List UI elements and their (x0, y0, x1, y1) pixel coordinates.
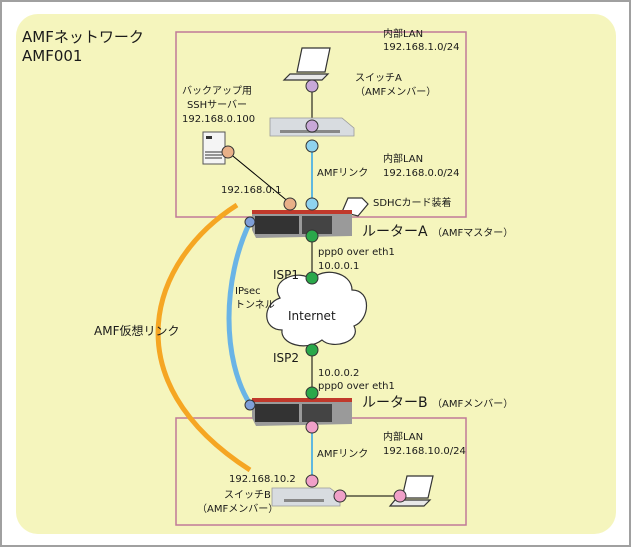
amf-link-a-label: AMFリンク (317, 168, 369, 179)
sdhc-label: SDHCカード装着 (373, 198, 452, 209)
lan-a-label: 内部LAN (383, 154, 424, 165)
router-a-wan-ip: 10.0.0.1 (318, 261, 360, 272)
laptop-a-icon (282, 47, 331, 81)
switch-b-top-port (305, 474, 319, 488)
lan-a-subnet: 192.168.0.0/24 (383, 168, 460, 179)
router-a-icon (252, 210, 352, 238)
switch-a-name: スイッチA (355, 73, 402, 84)
router-a-amf-port (305, 197, 319, 211)
switch-b-role: （AMFメンバー） (197, 504, 279, 515)
router-a-lan-ip: 192.168.0.1 (221, 185, 282, 196)
network-id: AMF001 (22, 47, 83, 65)
switch-b-side-port (333, 489, 347, 503)
network-title: AMFネットワーク (22, 28, 144, 46)
router-b-name: ルーターB (362, 395, 428, 411)
router-a-tunnel-port (244, 216, 256, 228)
pc-lan-subnet: 192.168.1.0/24 (383, 42, 460, 53)
pc-lan-label: 内部LAN (383, 29, 424, 40)
server-to-router-line (227, 151, 291, 204)
laptop-a-port (305, 79, 319, 93)
internet-label: Internet (288, 309, 336, 323)
router-a-lan-port (283, 197, 297, 211)
ipsec-line2: トンネル (235, 300, 275, 311)
router-b-icon (252, 398, 352, 426)
switch-b-icon (271, 487, 341, 507)
ssh-server-line2: SSHサーバー (186, 100, 248, 111)
router-b-wan-port (305, 386, 319, 400)
router-b-role: （AMFメンバー） (432, 399, 514, 410)
server-port (221, 145, 235, 159)
amf-virtual-link-line (155, 202, 252, 473)
router-b-iface: ppp0 over eth1 (318, 381, 395, 392)
router-b-tunnel-port (244, 399, 256, 411)
ssh-server-ip: 192.168.0.100 (182, 114, 256, 125)
amf-link-b-label: AMFリンク (317, 449, 369, 460)
ipsec-line1: IPsec (235, 286, 261, 297)
switch-a-role: （AMFメンバー） (355, 87, 437, 98)
amf-virtual-link-label: AMF仮想リンク (94, 324, 180, 338)
isp1-label: ISP1 (273, 268, 300, 282)
ipsec-tunnel-line (226, 220, 253, 406)
switch-b-name: スイッチB (224, 490, 271, 501)
router-a-iface: ppp0 over eth1 (318, 247, 395, 258)
isp2-label: ISP2 (273, 351, 300, 365)
router-a-role: （AMFマスター） (432, 228, 514, 239)
router-b-lan-port (305, 420, 319, 434)
lan-b-subnet: 192.168.10.0/24 (383, 446, 466, 457)
router-b-wan-ip: 10.0.0.2 (318, 368, 360, 379)
switch-a-top-port (305, 119, 319, 133)
isp1-port (305, 271, 319, 285)
ssh-server-icon (202, 131, 226, 165)
switch-b-ip: 192.168.10.2 (229, 474, 296, 485)
lan-b-label: 内部LAN (383, 432, 424, 443)
router-a-name: ルーターA (362, 224, 428, 240)
switch-a-bottom-port (305, 139, 319, 153)
laptop-b-port (393, 489, 407, 503)
router-a-wan-port (305, 229, 319, 243)
ssh-server-line1: バックアップ用 (182, 86, 252, 97)
isp2-port (305, 343, 319, 357)
